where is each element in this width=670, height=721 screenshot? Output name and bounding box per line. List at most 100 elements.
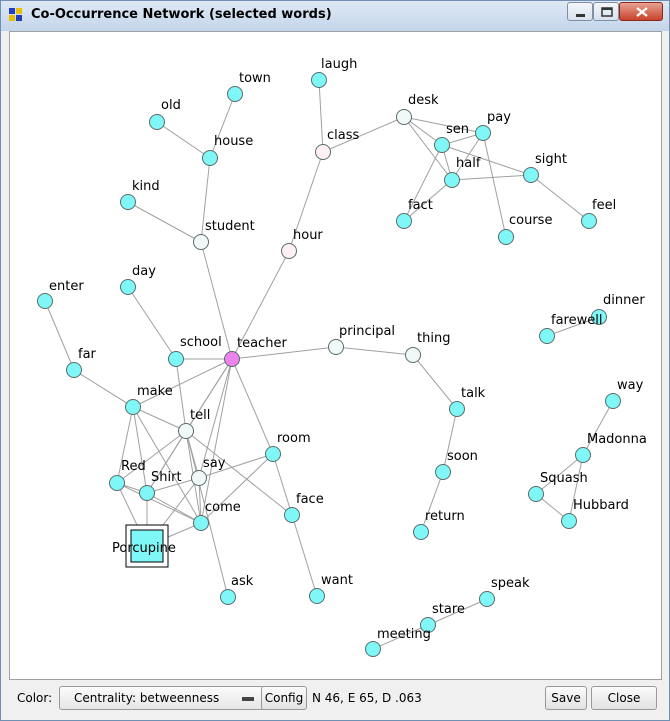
edge-desk-half bbox=[403, 116, 453, 181]
edge-thing-talk bbox=[412, 354, 458, 410]
node-student[interactable]: student bbox=[193, 219, 255, 250]
node-hubbard[interactable]: Hubbard bbox=[561, 498, 629, 529]
node-desk[interactable]: desk bbox=[396, 93, 440, 125]
node-shirt[interactable]: Shirt bbox=[139, 470, 182, 501]
node-course[interactable]: course bbox=[498, 213, 553, 245]
node-speak[interactable]: speak bbox=[479, 576, 530, 607]
node-marker bbox=[193, 515, 209, 531]
edge-kind-student bbox=[127, 201, 202, 243]
node-say[interactable]: say bbox=[191, 456, 226, 486]
node-label: speak bbox=[491, 576, 530, 591]
node-label: principal bbox=[339, 324, 395, 339]
node-come[interactable]: come bbox=[193, 500, 241, 531]
node-marker bbox=[539, 328, 555, 344]
node-principal[interactable]: principal bbox=[328, 324, 396, 355]
node-ask[interactable]: ask bbox=[220, 574, 254, 605]
node-way[interactable]: way bbox=[605, 378, 644, 409]
node-house[interactable]: house bbox=[202, 134, 254, 166]
edge-enter-far bbox=[44, 300, 75, 371]
node-squash[interactable]: Squash bbox=[528, 471, 588, 502]
node-meeting[interactable]: meeting bbox=[365, 627, 431, 657]
node-label: room bbox=[277, 431, 311, 446]
color-select[interactable]: Centrality: betweenness bbox=[59, 686, 265, 710]
node-label: fact bbox=[408, 198, 433, 213]
node-enter[interactable]: enter bbox=[37, 279, 85, 309]
edge-tell-shirt bbox=[146, 430, 187, 494]
node-red[interactable]: Red bbox=[109, 459, 146, 491]
node-marker bbox=[120, 194, 136, 210]
node-label: hour bbox=[293, 228, 323, 243]
node-half[interactable]: half bbox=[444, 156, 481, 188]
network-stats: N 46, E 65, D .063 bbox=[312, 691, 422, 705]
app-icon bbox=[9, 8, 23, 22]
edge-class-desk bbox=[322, 116, 405, 153]
node-label: feel bbox=[592, 198, 616, 213]
edge-stare-meeting bbox=[372, 624, 429, 650]
maximize-icon bbox=[601, 7, 613, 17]
node-soon[interactable]: soon bbox=[435, 449, 478, 480]
node-hour[interactable]: hour bbox=[281, 228, 324, 259]
close-button[interactable]: Close bbox=[591, 686, 657, 710]
node-make[interactable]: make bbox=[125, 384, 173, 415]
node-sen[interactable]: sen bbox=[434, 122, 470, 153]
edge-teacher-say bbox=[198, 358, 233, 479]
node-kind[interactable]: kind bbox=[120, 179, 160, 210]
title-bar[interactable]: Co-Occurrence Network (selected words) bbox=[1, 1, 669, 31]
node-label: course bbox=[509, 213, 552, 228]
node-school[interactable]: school bbox=[168, 335, 222, 367]
node-town[interactable]: town bbox=[227, 71, 271, 102]
node-label: way bbox=[617, 378, 644, 393]
edge-sight-feel bbox=[530, 174, 590, 222]
config-button[interactable]: Config bbox=[261, 686, 307, 710]
node-label: school bbox=[180, 335, 222, 350]
edge-student-teacher bbox=[200, 241, 233, 360]
node-marker bbox=[581, 213, 597, 229]
node-return[interactable]: return bbox=[413, 509, 465, 540]
node-thing[interactable]: thing bbox=[405, 331, 451, 363]
node-label: Madonna bbox=[587, 432, 647, 447]
node-marker bbox=[523, 167, 539, 183]
node-madonna[interactable]: Madonna bbox=[575, 432, 647, 463]
node-talk[interactable]: talk bbox=[449, 386, 486, 417]
edge-class-hour bbox=[288, 151, 324, 252]
maximize-button[interactable] bbox=[593, 2, 619, 21]
node-fact[interactable]: fact bbox=[396, 198, 433, 229]
node-feel[interactable]: feel bbox=[581, 198, 617, 229]
node-label: kind bbox=[132, 179, 160, 194]
node-sight[interactable]: sight bbox=[523, 152, 567, 183]
edge-face-want bbox=[291, 514, 318, 597]
edge-sen-fact bbox=[403, 144, 443, 222]
node-pay[interactable]: pay bbox=[475, 110, 512, 141]
node-marker bbox=[130, 529, 164, 563]
node-marker bbox=[191, 470, 207, 486]
node-room[interactable]: room bbox=[265, 431, 311, 462]
node-label: town bbox=[239, 71, 271, 86]
node-dinner[interactable]: dinner bbox=[591, 293, 646, 325]
node-day[interactable]: day bbox=[120, 264, 157, 295]
node-class[interactable]: class bbox=[315, 128, 360, 160]
node-old[interactable]: old bbox=[149, 98, 181, 130]
node-laugh[interactable]: laugh bbox=[311, 57, 358, 88]
node-stare[interactable]: stare bbox=[420, 602, 465, 633]
node-face[interactable]: face bbox=[284, 492, 324, 523]
edge-sen-sight bbox=[441, 144, 532, 176]
edge-shirt-come bbox=[146, 492, 202, 524]
node-farewell[interactable]: farewell bbox=[539, 313, 603, 344]
edge-pay-course bbox=[482, 132, 507, 238]
node-teacher[interactable]: teacher bbox=[224, 336, 288, 367]
edge-hour-teacher bbox=[231, 250, 290, 360]
edge-room-face bbox=[272, 453, 293, 516]
node-label: tell bbox=[190, 408, 210, 423]
edge-day-school bbox=[127, 286, 177, 360]
node-marker bbox=[328, 339, 344, 355]
node-porcupine[interactable]: Porcupine bbox=[112, 524, 176, 568]
minimize-button[interactable] bbox=[567, 2, 593, 21]
close-window-button[interactable] bbox=[619, 2, 663, 21]
node-tell[interactable]: tell bbox=[178, 408, 211, 439]
edge-teacher-room bbox=[231, 358, 274, 455]
save-button[interactable]: Save bbox=[545, 686, 587, 710]
node-far[interactable]: far bbox=[66, 347, 97, 378]
node-want[interactable]: want bbox=[309, 573, 353, 604]
